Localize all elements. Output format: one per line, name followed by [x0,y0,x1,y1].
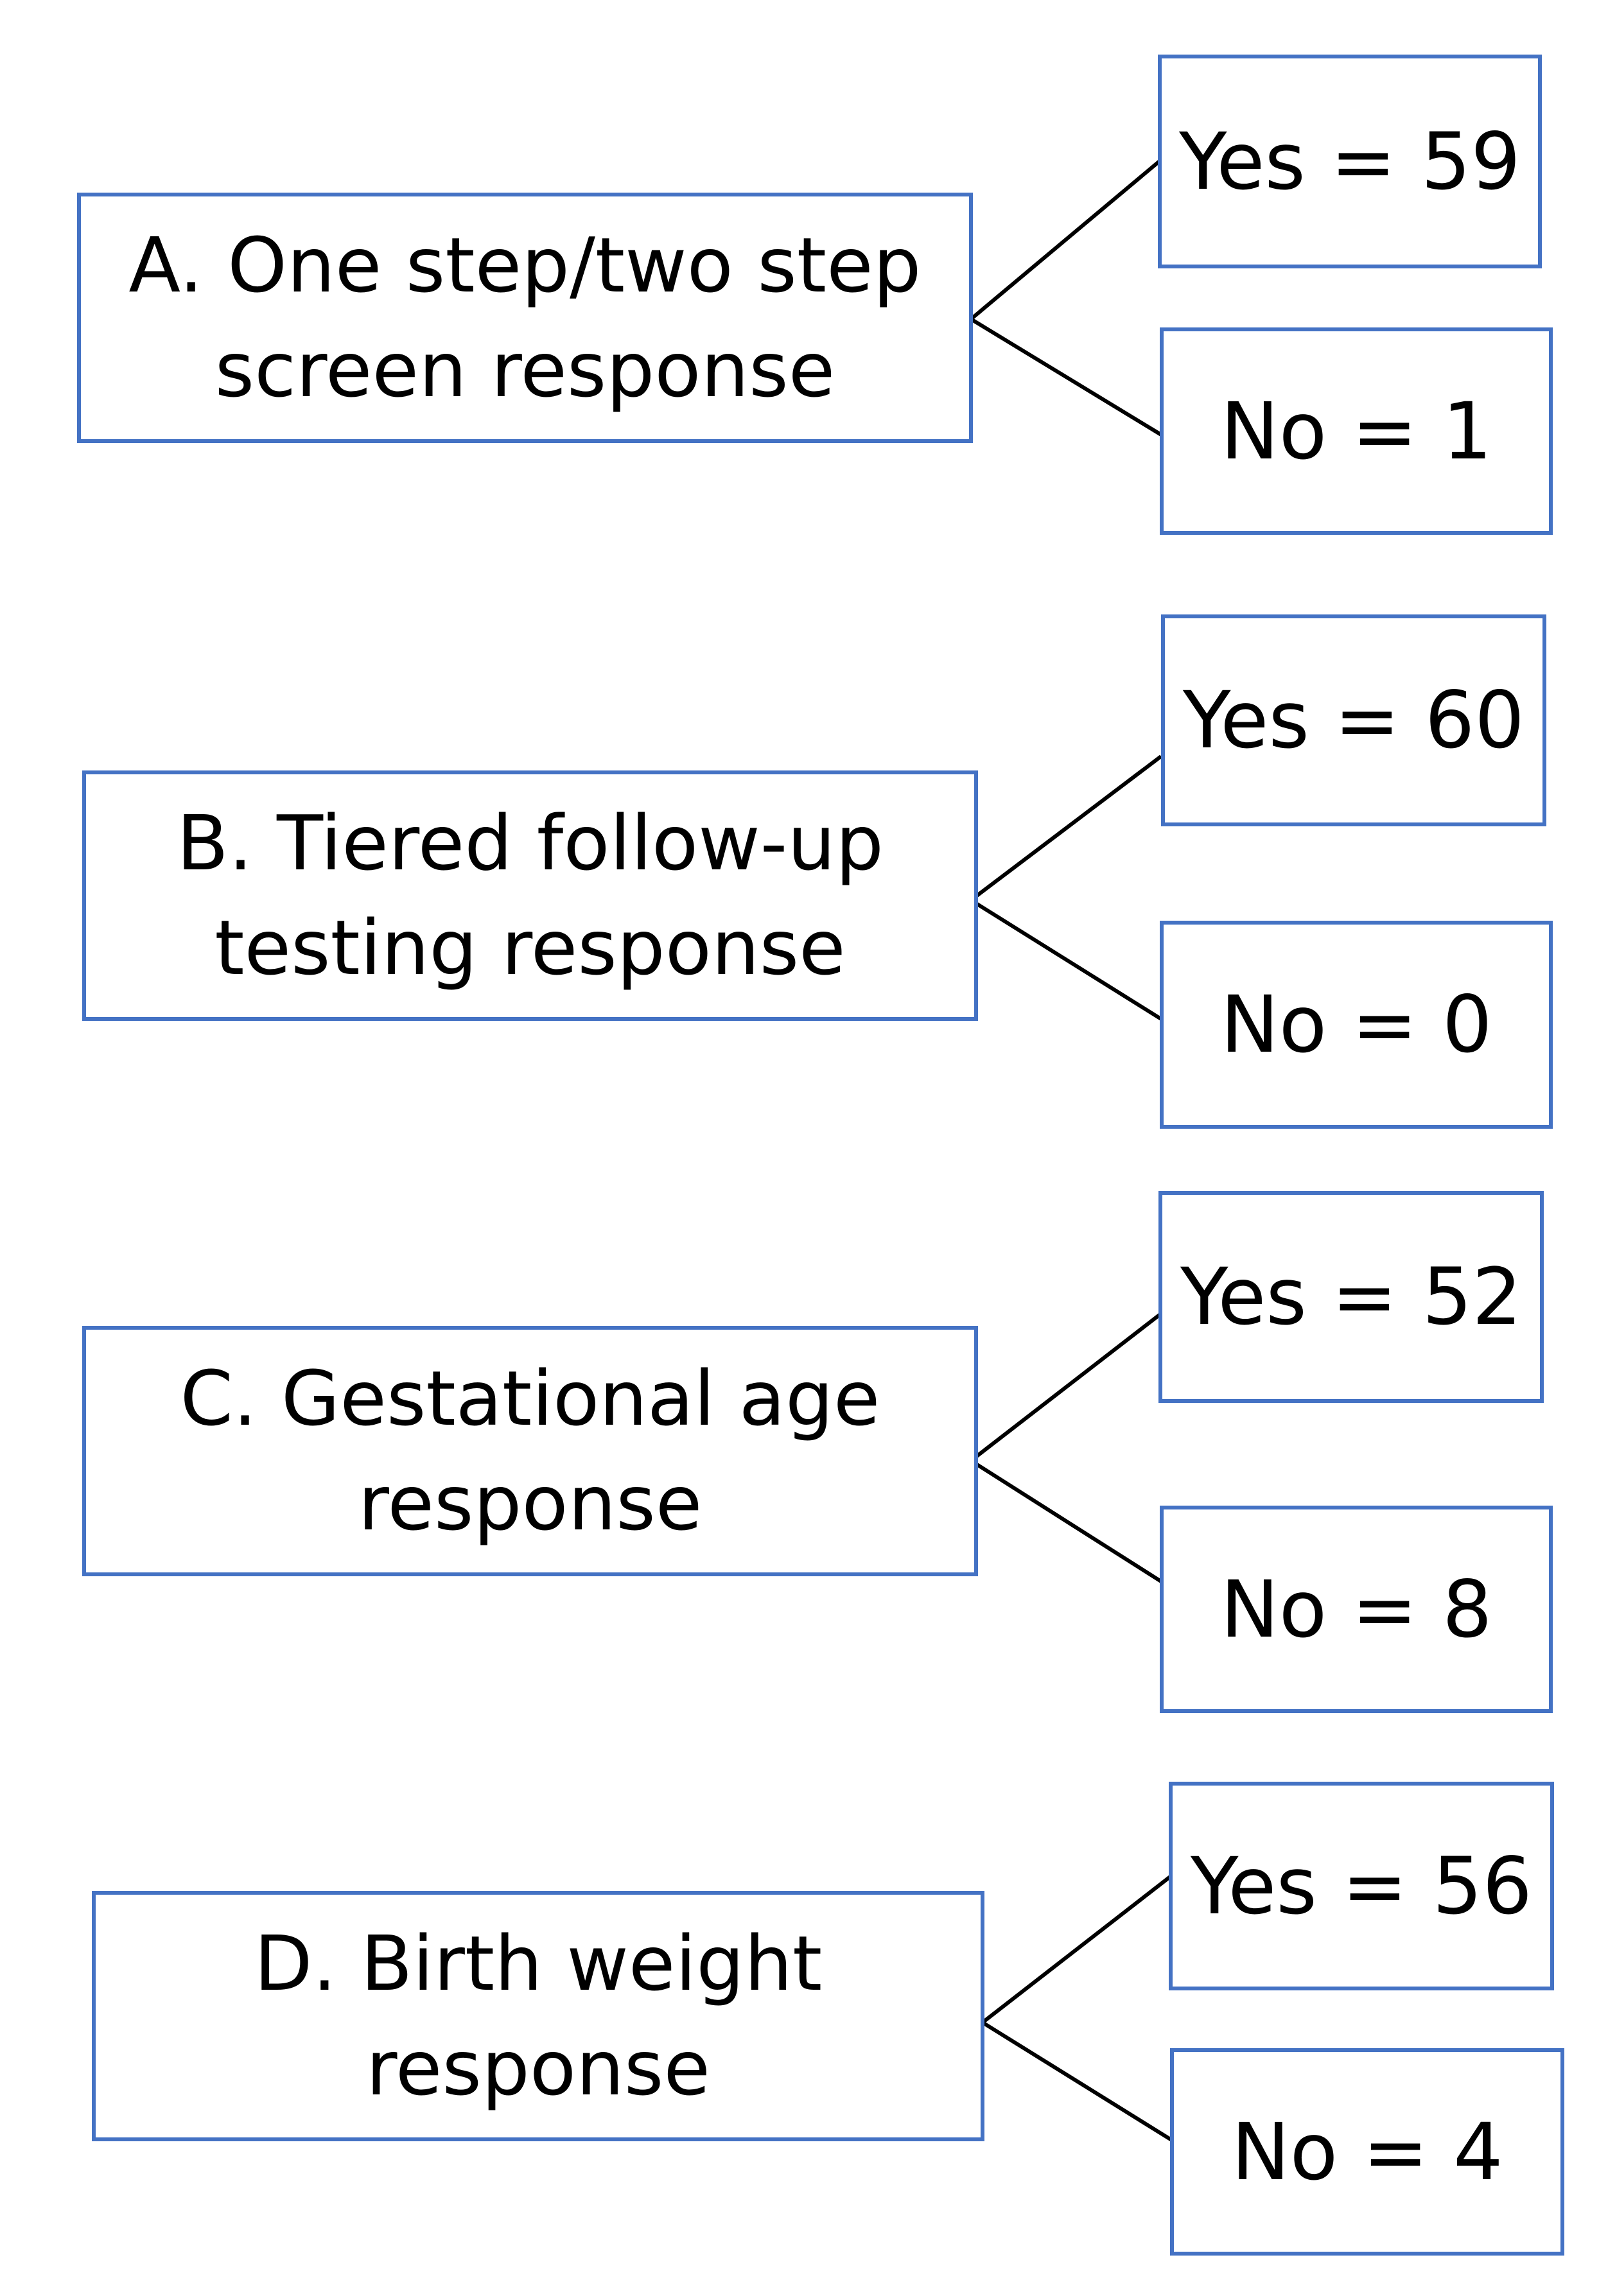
answer-c-yes-label: Yes = 52 [1180,1251,1522,1343]
connector-d-yes [981,1873,1174,2024]
connector-c-no [970,1459,1162,1583]
answer-box-d-no: No = 4 [1170,2048,1564,2256]
question-c-line2: response [358,1459,703,1547]
answer-box-b-no: No = 0 [1160,921,1553,1129]
connector-a-no [970,317,1162,437]
answer-b-yes-label: Yes = 60 [1183,675,1525,766]
question-box-c: C. Gestational age response [82,1326,978,1576]
answer-c-no-label: No = 8 [1220,1563,1492,1655]
answer-a-no-label: No = 1 [1220,385,1492,477]
answer-d-yes-label: Yes = 56 [1191,1840,1532,1932]
answer-d-no-label: No = 4 [1231,2106,1503,2198]
question-b-line1: B. Tiered follow-up [176,799,884,888]
question-box-a: A. One step/two step screen response [77,193,973,443]
answer-box-c-yes: Yes = 52 [1158,1191,1544,1403]
connector-a-yes [970,158,1162,321]
connector-b-yes [970,754,1162,902]
connector-c-yes [970,1312,1162,1463]
question-box-b: B. Tiered follow-up testing response [82,770,978,1021]
question-a-line1: A. One step/two step [128,221,922,310]
answer-box-d-yes: Yes = 56 [1169,1782,1554,1990]
question-a-line2: screen response [214,326,835,414]
answer-box-b-yes: Yes = 60 [1161,614,1546,826]
question-b-line2: testing response [214,903,846,992]
answer-a-yes-label: Yes = 59 [1179,116,1521,207]
answer-box-c-no: No = 8 [1160,1506,1553,1713]
question-d-line2: response [366,2024,710,2112]
answer-box-a-no: No = 1 [1160,327,1553,535]
question-box-d: D. Birth weight response [92,1891,984,2141]
answer-b-no-label: No = 0 [1220,979,1492,1070]
answer-box-a-yes: Yes = 59 [1158,55,1542,268]
question-d-line1: D. Birth weight [254,1919,823,2008]
connector-d-no [981,2021,1174,2143]
connector-b-no [970,898,1162,1021]
question-c-line1: C. Gestational age [180,1354,880,1443]
